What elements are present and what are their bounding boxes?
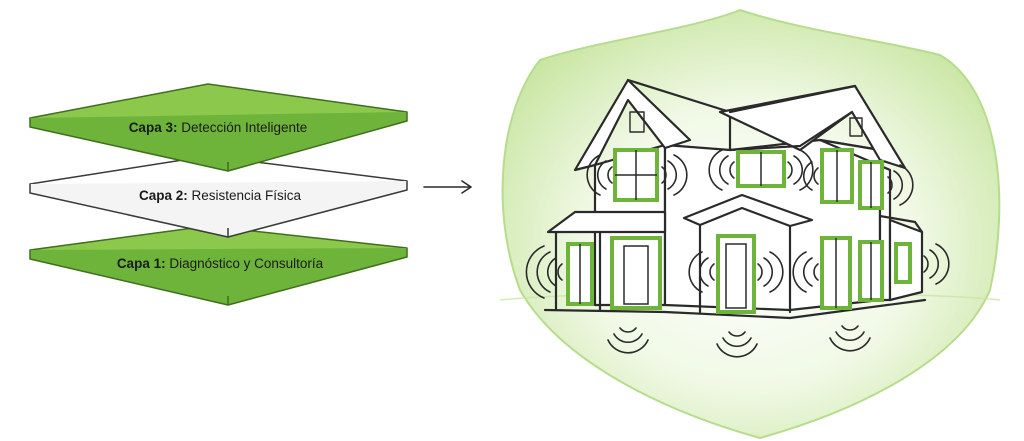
signal-wave-icon xyxy=(757,251,784,293)
layer-3-label: Capa 3: Detección Inteligente xyxy=(129,120,308,135)
layer-2-label: Capa 2: Resistencia Física xyxy=(139,188,302,203)
signal-wave-icon xyxy=(887,164,914,206)
signal-wave-icon xyxy=(586,154,613,196)
layer-1-label: Capa 1: Diagnóstico y Consultoría xyxy=(117,256,324,271)
signal-wave-icon xyxy=(607,327,649,354)
layer-3-plate: Capa 3: Detección Inteligente xyxy=(29,83,408,172)
layer-2-plate: Capa 2: Resistencia Física xyxy=(29,155,408,238)
signal-wave-icon xyxy=(803,161,819,191)
signal-wave-icon xyxy=(525,245,563,299)
signal-wave-icon xyxy=(716,331,758,358)
signal-wave-icon xyxy=(688,251,715,293)
house-icon xyxy=(543,78,927,320)
signal-wave-icon xyxy=(829,325,871,352)
signal-wave-icon xyxy=(708,149,735,191)
arrow-right-icon xyxy=(423,180,472,194)
signal-wave-icon xyxy=(787,149,814,191)
signal-waves xyxy=(525,149,950,358)
signal-wave-icon xyxy=(923,243,950,285)
layer-1-plate: Capa 1: Diagnóstico y Consultoría xyxy=(29,225,408,306)
signal-wave-icon xyxy=(792,251,819,293)
signal-wave-icon xyxy=(661,154,688,196)
